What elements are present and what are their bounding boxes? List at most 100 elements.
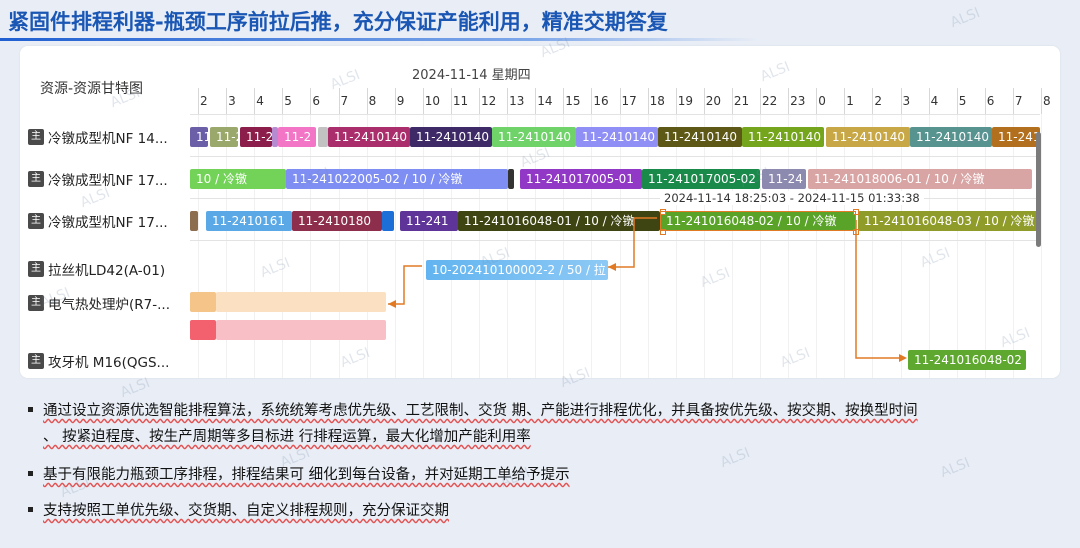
gantt-task-bar[interactable] (216, 292, 386, 312)
gantt-task-bar[interactable]: 11-2410140 (910, 127, 992, 147)
gantt-task-bar[interactable]: 10 / 冷镦 (190, 169, 286, 189)
gantt-task-bar[interactable] (190, 320, 216, 340)
watermark-text: ALSI (938, 454, 973, 482)
gantt-task-bar[interactable]: 11-241016048-01 / 10 / 冷镦 (458, 211, 660, 231)
hour-tick-line (254, 88, 256, 114)
gantt-task-bar[interactable]: 11-2410140 (492, 127, 576, 147)
resource-row-label[interactable]: 主冷镦成型机NF 14... (28, 126, 198, 148)
gantt-task-bar[interactable]: 11-2410161 (206, 211, 292, 231)
hour-tick-line (1041, 88, 1042, 114)
hour-tick-label: 19 (677, 94, 693, 108)
resource-row-label[interactable]: 主电气热处理炉(R7-... (28, 292, 198, 314)
gantt-task-bar[interactable]: 11-24 (762, 169, 806, 189)
grid-line (619, 114, 621, 378)
hour-tick-line (731, 88, 733, 114)
hour-tick-line (928, 88, 930, 114)
grid-line (731, 114, 733, 378)
grid-line (479, 114, 480, 378)
bullet-1-line-1: 通过设立资源优选智能排程算法，系统统筹考虑优先级、工艺限制、交货 期、产能进行排… (43, 403, 918, 419)
gantt-task-bar[interactable] (318, 127, 328, 147)
gantt-task-bar[interactable] (382, 211, 394, 231)
gantt-task-bar[interactable]: 10-202410100002-2 / 50 / 拉 (426, 260, 608, 280)
hour-tick-label: 10 (424, 94, 441, 108)
gantt-task-bar[interactable] (190, 211, 198, 231)
grid-line (591, 114, 593, 378)
resource-type-icon: 主 (28, 353, 44, 369)
hour-tick-label: 4 (256, 94, 264, 108)
gantt-task-bar[interactable] (216, 320, 386, 340)
gantt-task-bar[interactable]: 11-241018006-01 / 10 / 冷镦 (808, 169, 1032, 189)
resource-row-label[interactable]: 主冷镦成型机NF 17... (28, 210, 198, 232)
hour-tick-label: 8 (1043, 94, 1051, 108)
gantt-task-bar[interactable]: 11-2410140 (410, 127, 492, 147)
hour-tick-label: 11 (452, 94, 469, 108)
gantt-task-bar[interactable]: 11-2410140 (328, 127, 410, 147)
gantt-task-bar[interactable]: 11-2 (240, 127, 272, 147)
grid-line (872, 114, 874, 378)
gantt-task-bar[interactable] (190, 292, 216, 312)
arrow-heat-to-lasi (388, 265, 422, 305)
gantt-task-bar[interactable]: 11-2410140 (742, 127, 824, 147)
bar-time-tooltip: 2024-11-14 18:25:03 - 2024-11-15 01:33:3… (660, 191, 924, 205)
gantt-task-bar[interactable]: 11-2 (210, 127, 238, 147)
hour-tick-line (338, 88, 340, 114)
hour-tick-label: 16 (593, 94, 609, 108)
bullet-item-3: 支持按照工单优先级、交货期、自定义排程规则，充分保证交期 (28, 498, 449, 524)
hour-tick-label: 1 (846, 94, 854, 108)
resource-type-icon: 主 (28, 213, 44, 229)
resource-row-label[interactable]: 主攻牙机 M16(QGS... (28, 350, 198, 372)
grid-line (254, 114, 256, 378)
grid-line (422, 114, 424, 378)
resource-column: 资源-资源甘特图 主冷镦成型机NF 14...主冷镦成型机NF 17...主冷镦… (20, 46, 190, 378)
grid-line (535, 114, 537, 378)
gantt-task-bar[interactable]: 11-2410180 (292, 211, 382, 231)
grid-line (900, 114, 902, 378)
vertical-scrollbar[interactable] (1036, 132, 1041, 247)
page-title: 紧固件排程利器-瓶颈工序前拉后推，充分保证产能利用，精准交期答复 (8, 10, 668, 34)
selection-handle[interactable] (853, 209, 859, 215)
selection-handle[interactable] (660, 229, 666, 235)
title-underline (0, 38, 760, 41)
hour-tick-line (591, 88, 593, 114)
gantt-task-bar[interactable]: 11-241017005-02 (642, 169, 760, 189)
gantt-task-bar[interactable]: 11-241016048-02 / 10 / 冷镦 (660, 211, 856, 231)
gantt-task-bar[interactable] (508, 169, 514, 189)
gantt-task-bar[interactable]: 11-2410140 (826, 127, 910, 147)
row-divider (20, 114, 1040, 115)
hour-tick-label: 6 (986, 94, 995, 108)
gantt-task-bar[interactable]: 11-2410140 (658, 127, 742, 147)
gantt-date-header: 2024-11-14 星期四 (412, 68, 531, 83)
hour-tick-line (198, 88, 199, 114)
hour-tick-line (703, 88, 705, 114)
gantt-task-bar[interactable]: 11-241016048-03 / 10 / 冷镦 (858, 211, 1038, 231)
gantt-task-bar[interactable]: 11-2 (190, 127, 208, 147)
gantt-task-bar[interactable]: 11-241022005-02 / 10 / 冷镦 (286, 169, 508, 189)
hour-tick-label: 2 (200, 94, 208, 108)
hour-tick-line (1012, 88, 1014, 114)
hour-tick-label: 18 (649, 94, 665, 108)
gantt-task-bar[interactable]: 11-241016048-02 (908, 350, 1026, 370)
gantt-task-bar[interactable]: 11-2410140 (576, 127, 658, 147)
bullet-2-line-1: 基于有限能力瓶颈工序排程，排程结果可 细化到每台设备，并对延期工单给予提示 (43, 467, 570, 483)
gantt-task-bar[interactable]: 11-241 (400, 211, 458, 231)
hour-tick-line (788, 88, 790, 114)
row-divider (20, 240, 1040, 241)
grid-line (1012, 114, 1014, 378)
resource-type-icon: 主 (28, 171, 44, 187)
hour-tick-label: 20 (705, 94, 722, 108)
bullet-3-line-1: 支持按照工单优先级、交货期、自定义排程规则，充分保证交期 (43, 503, 449, 519)
grid-line (450, 114, 452, 378)
gantt-task-bar[interactable]: 11-2 (278, 127, 316, 147)
grid-line (844, 114, 846, 378)
grid-line (198, 114, 199, 378)
grid-line (507, 114, 509, 378)
gantt-task-bar[interactable] (272, 127, 278, 147)
bullet-1-line-2: 、 按紧迫程度、按生产周期等多目标进 行排程运算，最大化增加产能利用率 (43, 429, 531, 445)
hour-tick-line (422, 88, 424, 114)
gantt-task-bar[interactable]: 11-241017005-01 (520, 169, 642, 189)
gantt-task-bar[interactable]: 11-241 (992, 127, 1040, 147)
hour-tick-line (366, 88, 368, 114)
resource-row-label[interactable]: 主冷镦成型机NF 17... (28, 168, 198, 190)
resource-row-label[interactable]: 主拉丝机LD42(A-01) (28, 258, 198, 280)
